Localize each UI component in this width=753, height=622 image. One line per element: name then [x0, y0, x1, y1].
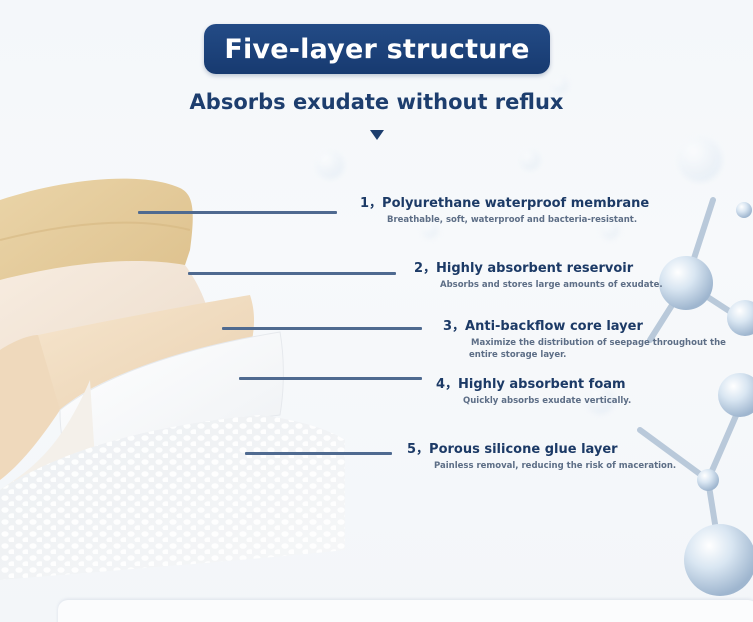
- layer-4-desc: Quickly absorbs exudate vertically.: [463, 396, 632, 406]
- leader-line-5: [245, 452, 392, 455]
- leader-line-2: [188, 272, 396, 275]
- dressing-layers-illustration: [0, 178, 345, 580]
- page-title: Five-layer structure: [224, 33, 530, 65]
- layer-3-title: 3，Anti-backflow core layer: [443, 319, 643, 334]
- layer-3-label: 3，Anti-backflow core layer Maximize the …: [443, 318, 726, 361]
- page-subtitle: Absorbs exudate without reflux: [189, 90, 564, 114]
- leader-line-4: [239, 377, 422, 380]
- bottom-card: [58, 600, 753, 622]
- layer-5-desc: Painless removal, reducing the risk of m…: [434, 461, 677, 471]
- layer-3-desc-line-2: entire storage layer.: [469, 350, 567, 360]
- layer-5-title: 5，Porous silicone glue layer: [407, 442, 618, 457]
- layer-2-desc: Absorbs and stores large amounts of exud…: [440, 280, 663, 290]
- layer-1-label: 1，Polyurethane waterproof membrane Breat…: [360, 195, 649, 226]
- title-banner: Five-layer structure: [204, 24, 550, 74]
- layer-5-label: 5，Porous silicone glue layer Painless re…: [407, 441, 676, 472]
- layer-4-label: 4，Highly absorbent foam Quickly absorbs …: [436, 376, 631, 407]
- layer-2-title: 2，Highly absorbent reservoir: [414, 261, 634, 276]
- layer-1-title: 1，Polyurethane waterproof membrane: [360, 196, 650, 211]
- leader-line-1: [138, 211, 337, 214]
- layer-1-desc: Breathable, soft, waterproof and bacteri…: [387, 215, 638, 225]
- layer-4-title: 4，Highly absorbent foam: [436, 377, 626, 392]
- layer-2-label: 2，Highly absorbent reservoir Absorbs and…: [414, 260, 663, 291]
- layer-3-shape: [37, 295, 255, 410]
- leader-line-3: [222, 327, 422, 330]
- down-arrow-icon: [370, 130, 384, 140]
- layer-3-desc-line-1: Maximize the distribution of seepage thr…: [471, 338, 726, 348]
